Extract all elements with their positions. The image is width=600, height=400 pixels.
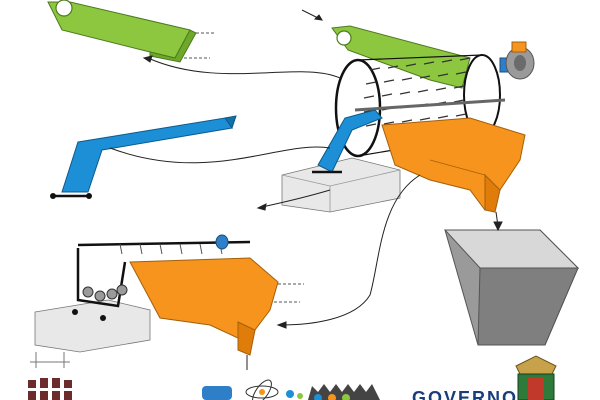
electric-motor-icon [499, 41, 535, 80]
blue-conveyor-ramp-icon [50, 115, 237, 199]
government-text: GOVERNO [412, 388, 518, 400]
flow-arrows [109, 9, 503, 370]
university-logo-icon [26, 378, 76, 400]
vibrating-screen-icon [30, 234, 304, 368]
green-feed-hopper-icon [47, 0, 216, 63]
lab-logos-icon [202, 379, 380, 400]
orange-discharge-chute-icon [381, 117, 526, 213]
state-coat-of-arms-icon [515, 355, 557, 400]
gray-collection-bin-icon [443, 229, 580, 346]
assembled-machine [281, 25, 535, 213]
